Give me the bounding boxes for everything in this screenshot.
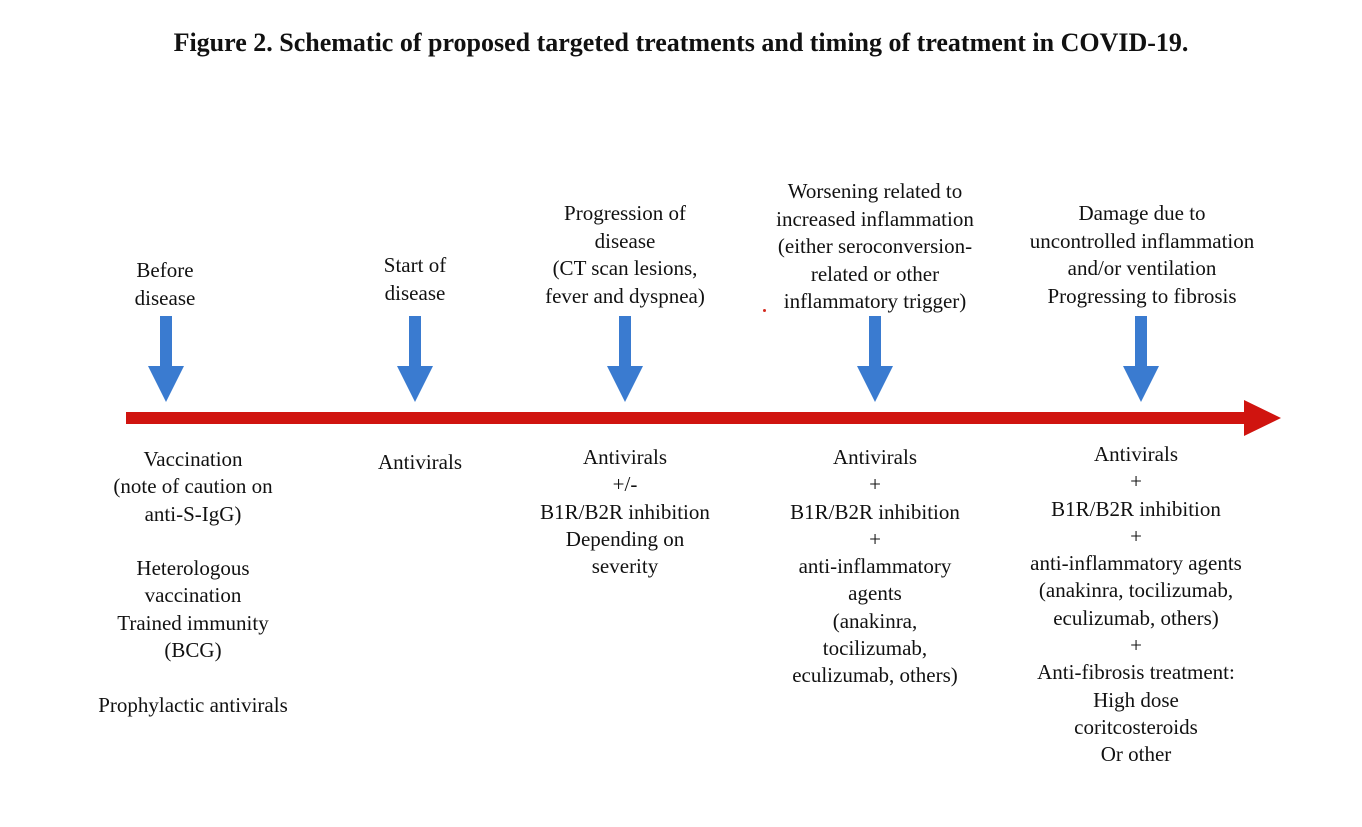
- stage-label-line: Progression of: [564, 201, 686, 225]
- treatment-line: Anti-fibrosis treatment:: [1037, 660, 1235, 685]
- treatment-line: Heterologous: [136, 556, 250, 581]
- stage-label-line: inflammatory trigger): [783, 289, 967, 313]
- stage-label-line: and/or ventilation: [1067, 256, 1217, 280]
- treatment-start-of-disease: Antivirals: [345, 449, 495, 476]
- stage-label-line: Before: [136, 258, 194, 282]
- stage-label-line: (either seroconversion-: [777, 234, 973, 258]
- treatment-line: tocilizumab,: [822, 636, 928, 661]
- stage-label-line: increased inflammation: [776, 206, 974, 231]
- treatment-line: +: [1130, 469, 1142, 494]
- treatment-line: Antivirals: [1094, 442, 1178, 466]
- treatment-line: Prophylactic antivirals: [98, 692, 288, 717]
- timeline-arrow: [126, 400, 1281, 436]
- treatment-line: severity: [591, 554, 659, 579]
- treatment-line: (note of caution on: [113, 474, 273, 499]
- treatment-line: (anakinra,: [832, 608, 918, 633]
- treatment-line: anti-inflammatory: [798, 554, 952, 579]
- down-arrow-icon: [397, 316, 433, 402]
- stage-label-line: disease: [134, 285, 196, 310]
- stage-label-line: Start of: [383, 253, 447, 277]
- down-arrow-icon: [1123, 316, 1159, 402]
- figure-title: Figure 2. Schematic of proposed targeted…: [173, 28, 1189, 57]
- stage-start-of-disease: Start of disease: [345, 252, 485, 307]
- stage-before-disease: Before disease: [93, 257, 237, 312]
- treatment-line: agents: [848, 581, 902, 606]
- stage-label-line: related or other: [810, 261, 940, 286]
- treatment-line: eculizumab, others): [1053, 605, 1219, 630]
- treatment-line: B1R/B2R inhibition: [790, 499, 960, 524]
- stage-label-line: uncontrolled inflammation: [1029, 228, 1255, 253]
- treatment-line: +: [869, 526, 881, 551]
- treatment-line: +: [869, 472, 881, 497]
- stage-label-line: Progressing to fibrosis: [1047, 283, 1237, 308]
- down-arrow-icon: [607, 316, 643, 402]
- treatment-line: (BCG): [164, 638, 222, 663]
- treatment-line: Trained immunity: [117, 610, 269, 635]
- stage-label-line: disease: [594, 228, 656, 253]
- stage-label-line: (CT scan lesions,: [552, 256, 698, 280]
- treatment-line: B1R/B2R inhibition: [1051, 496, 1221, 521]
- treatment-line: Antivirals: [833, 445, 917, 469]
- down-arrow-icon: [148, 316, 184, 402]
- stage-label-line: Damage due to: [1078, 201, 1206, 225]
- treatment-line: eculizumab, others): [792, 663, 958, 688]
- treatment-line: B1R/B2R inhibition: [540, 499, 710, 524]
- treatment-line: coritcosteroids: [1074, 714, 1198, 739]
- treatment-worsening: Antivirals + B1R/B2R inhibition + anti-i…: [755, 444, 995, 690]
- treatment-line: Depending on: [565, 526, 685, 551]
- treatment-line: Or other: [1100, 742, 1172, 767]
- stage-progression-of-disease: Progression of disease (CT scan lesions,…: [515, 200, 735, 310]
- stage-damage-fibrosis: Damage due to uncontrolled inflammation …: [1010, 200, 1274, 310]
- stage-label-line: fever and dyspnea): [545, 283, 705, 308]
- treatment-progression: Antivirals +/- B1R/B2R inhibition Depend…: [515, 444, 735, 580]
- treatment-line: anti-S-IgG): [144, 501, 242, 526]
- treatment-line: +: [1130, 523, 1142, 548]
- down-arrow-icon: [857, 316, 893, 402]
- treatment-line: (anakinra, tocilizumab,: [1038, 578, 1234, 603]
- treatment-line: Antivirals: [583, 445, 667, 469]
- treatment-line: +: [1130, 633, 1142, 658]
- treatment-line: Vaccination: [143, 447, 243, 471]
- treatment-spacer: [68, 528, 318, 555]
- stray-red-dot: [763, 309, 766, 312]
- stage-worsening-inflammation: Worsening related to increased inflammat…: [750, 178, 1000, 316]
- treatment-damage-fibrosis: Antivirals + B1R/B2R inhibition + anti-i…: [1004, 441, 1268, 769]
- treatment-spacer: [68, 664, 318, 691]
- treatment-before-disease: Vaccination (note of caution on anti-S-I…: [68, 446, 318, 719]
- treatment-line: vaccination: [144, 583, 242, 608]
- treatment-line: Antivirals: [378, 450, 462, 474]
- stage-label-line: Worsening related to: [787, 179, 963, 203]
- stage-label-line: disease: [384, 280, 446, 305]
- treatment-line: High dose: [1093, 687, 1179, 712]
- treatment-line: +/-: [612, 472, 638, 497]
- treatment-line: anti-inflammatory agents: [1030, 551, 1242, 576]
